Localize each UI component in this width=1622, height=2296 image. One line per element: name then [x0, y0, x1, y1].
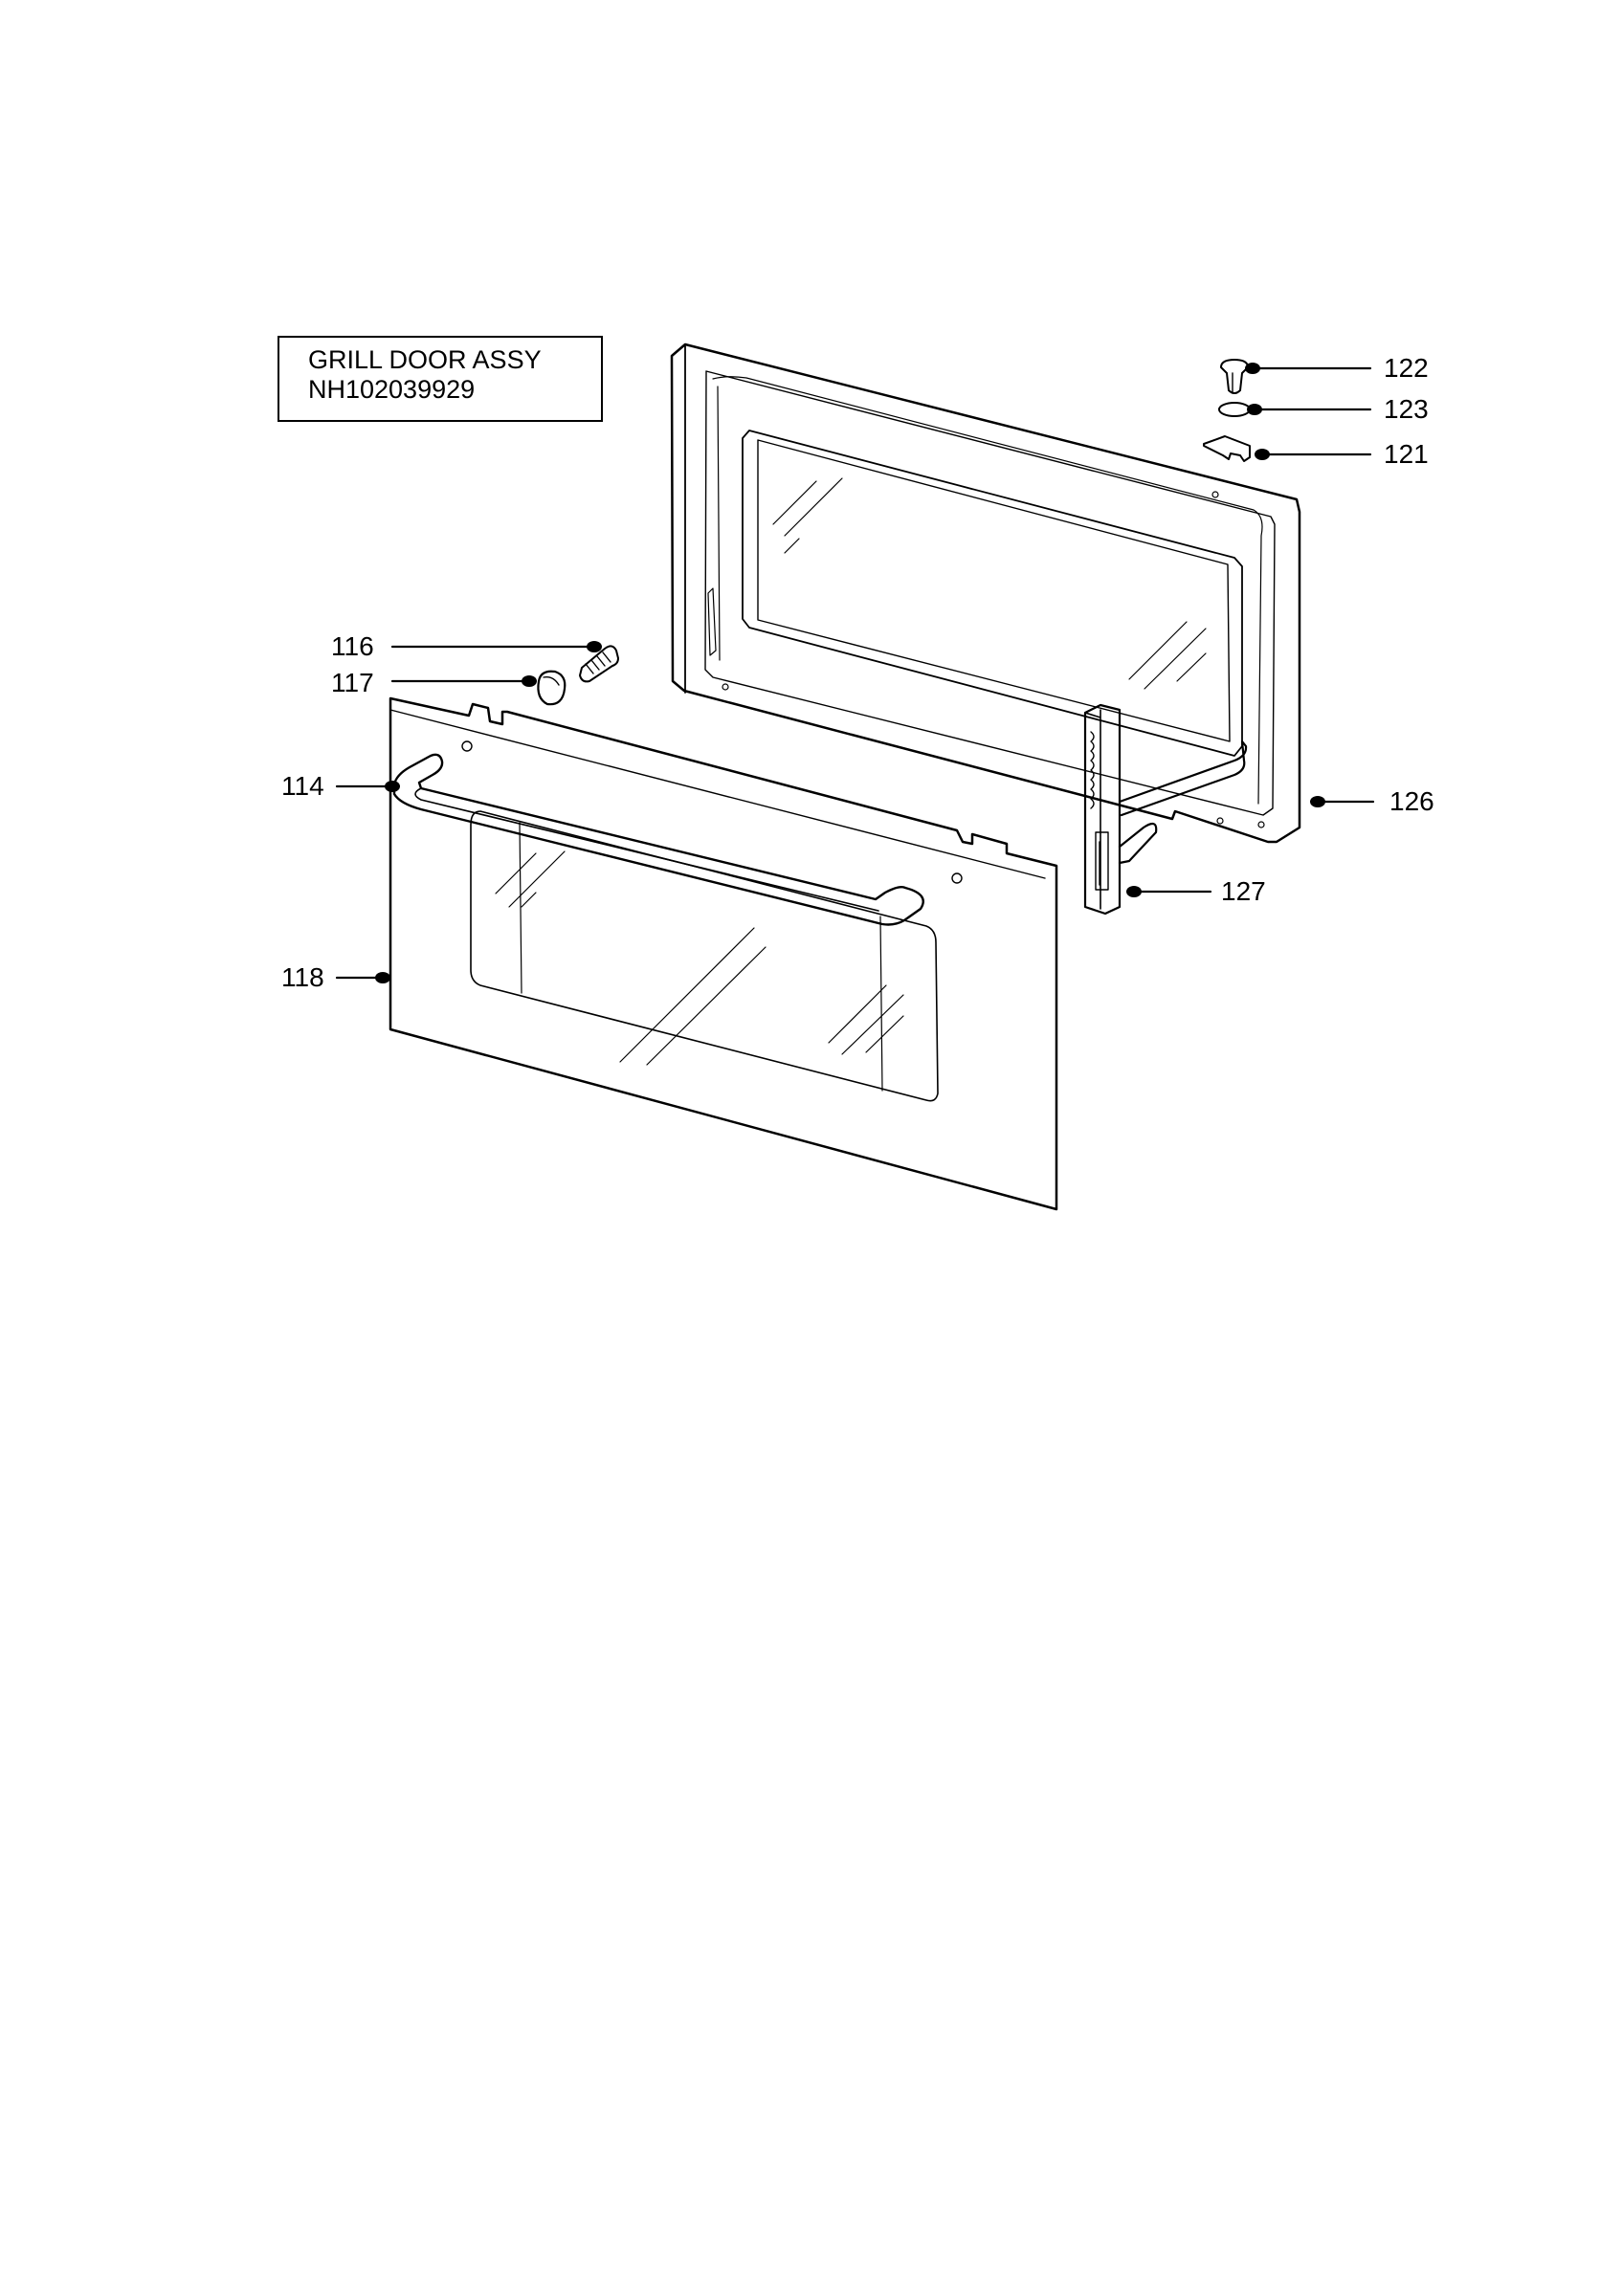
callout-123: 123: [1384, 394, 1429, 424]
callout-126: 126: [1389, 786, 1434, 816]
callout-117: 117: [331, 668, 374, 697]
callout-122: 122: [1384, 353, 1429, 383]
inner-door-panel: [670, 342, 1301, 844]
callout-dots: [375, 363, 1325, 983]
callout-118: 118: [281, 962, 324, 992]
callout-116: 116: [331, 631, 374, 661]
assembly-part-number: NH102039929: [308, 375, 476, 404]
screw-116: [579, 645, 619, 683]
callout-127: 127: [1221, 876, 1266, 906]
screw-122: [1220, 359, 1249, 394]
callout-121: 121: [1384, 439, 1429, 469]
clip-121: [1203, 435, 1251, 462]
leader-lines: [335, 366, 1375, 980]
callout-114: 114: [281, 771, 324, 801]
spacer-117: [537, 670, 567, 706]
assembly-title-box: GRILL DOOR ASSY NH102039929: [278, 336, 603, 422]
assembly-title: GRILL DOOR ASSY: [308, 345, 542, 374]
door-handle: [392, 753, 924, 926]
door-hinge: [1083, 703, 1248, 916]
outer-door-panel: [389, 696, 1058, 1211]
washer-123: [1218, 402, 1251, 417]
